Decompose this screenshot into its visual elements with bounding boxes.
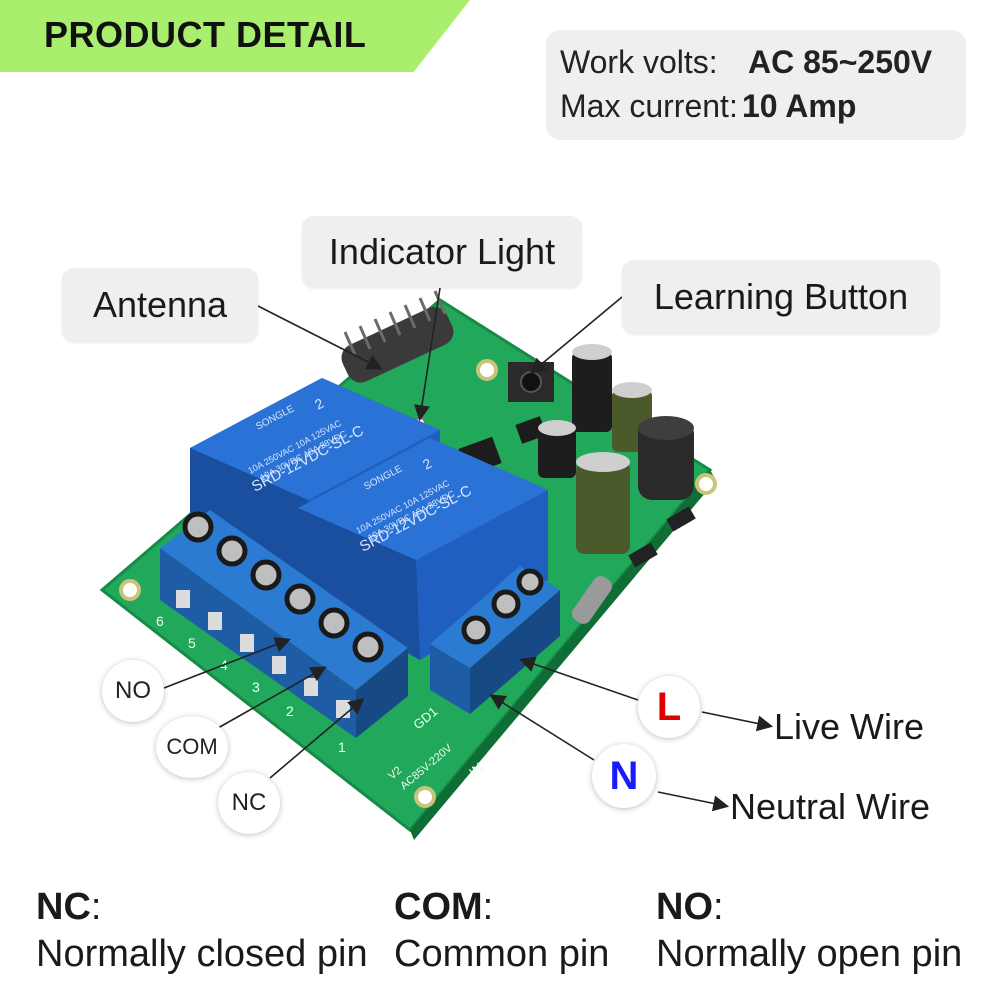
live-arrow [701,711,774,732]
spec-value: AC 85~250V [748,44,933,80]
l-arrow [518,656,639,701]
terminal-screw [284,583,316,615]
nc-pin-badge: NC [218,772,280,834]
terminal-screw [250,559,282,591]
neutral-terminal-badge: N [592,744,656,808]
terminal-screw [352,631,384,663]
terminal-screw [491,589,521,619]
silk-terminal-6: 6 [156,613,164,629]
capacitor [572,344,612,432]
silk-n: N [506,730,515,745]
spec-value: 10 Amp [742,88,857,124]
silk-terminal-2: 2 [286,703,294,719]
no-arrow [163,637,291,689]
indicator-light-callout: Indicator Light [302,216,582,288]
silk-terminal-3: 3 [252,679,260,695]
legend-no: NO: Normally open pin [656,886,963,975]
capacitor [576,452,630,554]
spec-panel: Work volts: AC 85~250V Max current:10 Amp [546,30,966,140]
live-wire-label: Live Wire [774,706,925,747]
legend-com: COM: Common pin [394,886,610,975]
mounting-hole [695,473,717,495]
terminal-screw [461,615,491,645]
antenna-arrow [257,305,383,370]
com-pin-badge: COM [156,716,228,778]
legend-desc: Normally closed pin [36,933,368,975]
legend-abbr: NC [36,886,91,928]
legend-abbr: NO [656,886,713,928]
learning-button-part [508,362,554,402]
mounting-hole [119,579,141,601]
nc-arrow [269,697,365,779]
resistor [572,576,612,624]
neutral-wire-label: Neutral Wire [730,786,931,827]
terminal-block-6 [160,510,408,738]
n-arrow [489,694,595,761]
mounting-hole [414,786,436,808]
spec-label: Work volts: [560,44,718,80]
legend-desc: Normally open pin [656,933,963,975]
terminal-screw [516,568,544,596]
live-terminal-badge: L [638,676,700,738]
capacitor [538,420,576,478]
antenna-callout: Antenna [62,268,258,342]
silk-terminal-1: 1 [338,739,346,755]
terminal-screw [182,511,214,543]
spec-work-volts: Work volts: AC 85~250V [560,44,932,81]
no-pin-badge: NO [102,660,164,722]
terminal-screw [318,607,350,639]
diode [666,506,696,532]
diode [628,542,658,568]
page-title: PRODUCT DETAIL [44,14,367,55]
header-banner [0,0,470,72]
learning-button-callout: Learning Button [622,260,940,334]
spec-max-current: Max current:10 Amp [560,88,856,125]
legend-desc: Common pin [394,933,610,975]
spec-label: Max current: [560,88,738,124]
terminal-block-2 [430,566,560,714]
inductor [638,416,694,500]
terminal-screw [216,535,248,567]
legend-nc: NC: Normally closed pin [36,886,368,975]
silk-terminal-5: 5 [188,635,196,651]
mounting-hole [476,359,498,381]
com-arrow [217,666,327,729]
legend-abbr: COM [394,886,483,928]
neutral-arrow [657,791,730,812]
learning-arrow [529,296,623,375]
silk-l: L [544,682,551,697]
indicator-arrow [414,287,441,422]
